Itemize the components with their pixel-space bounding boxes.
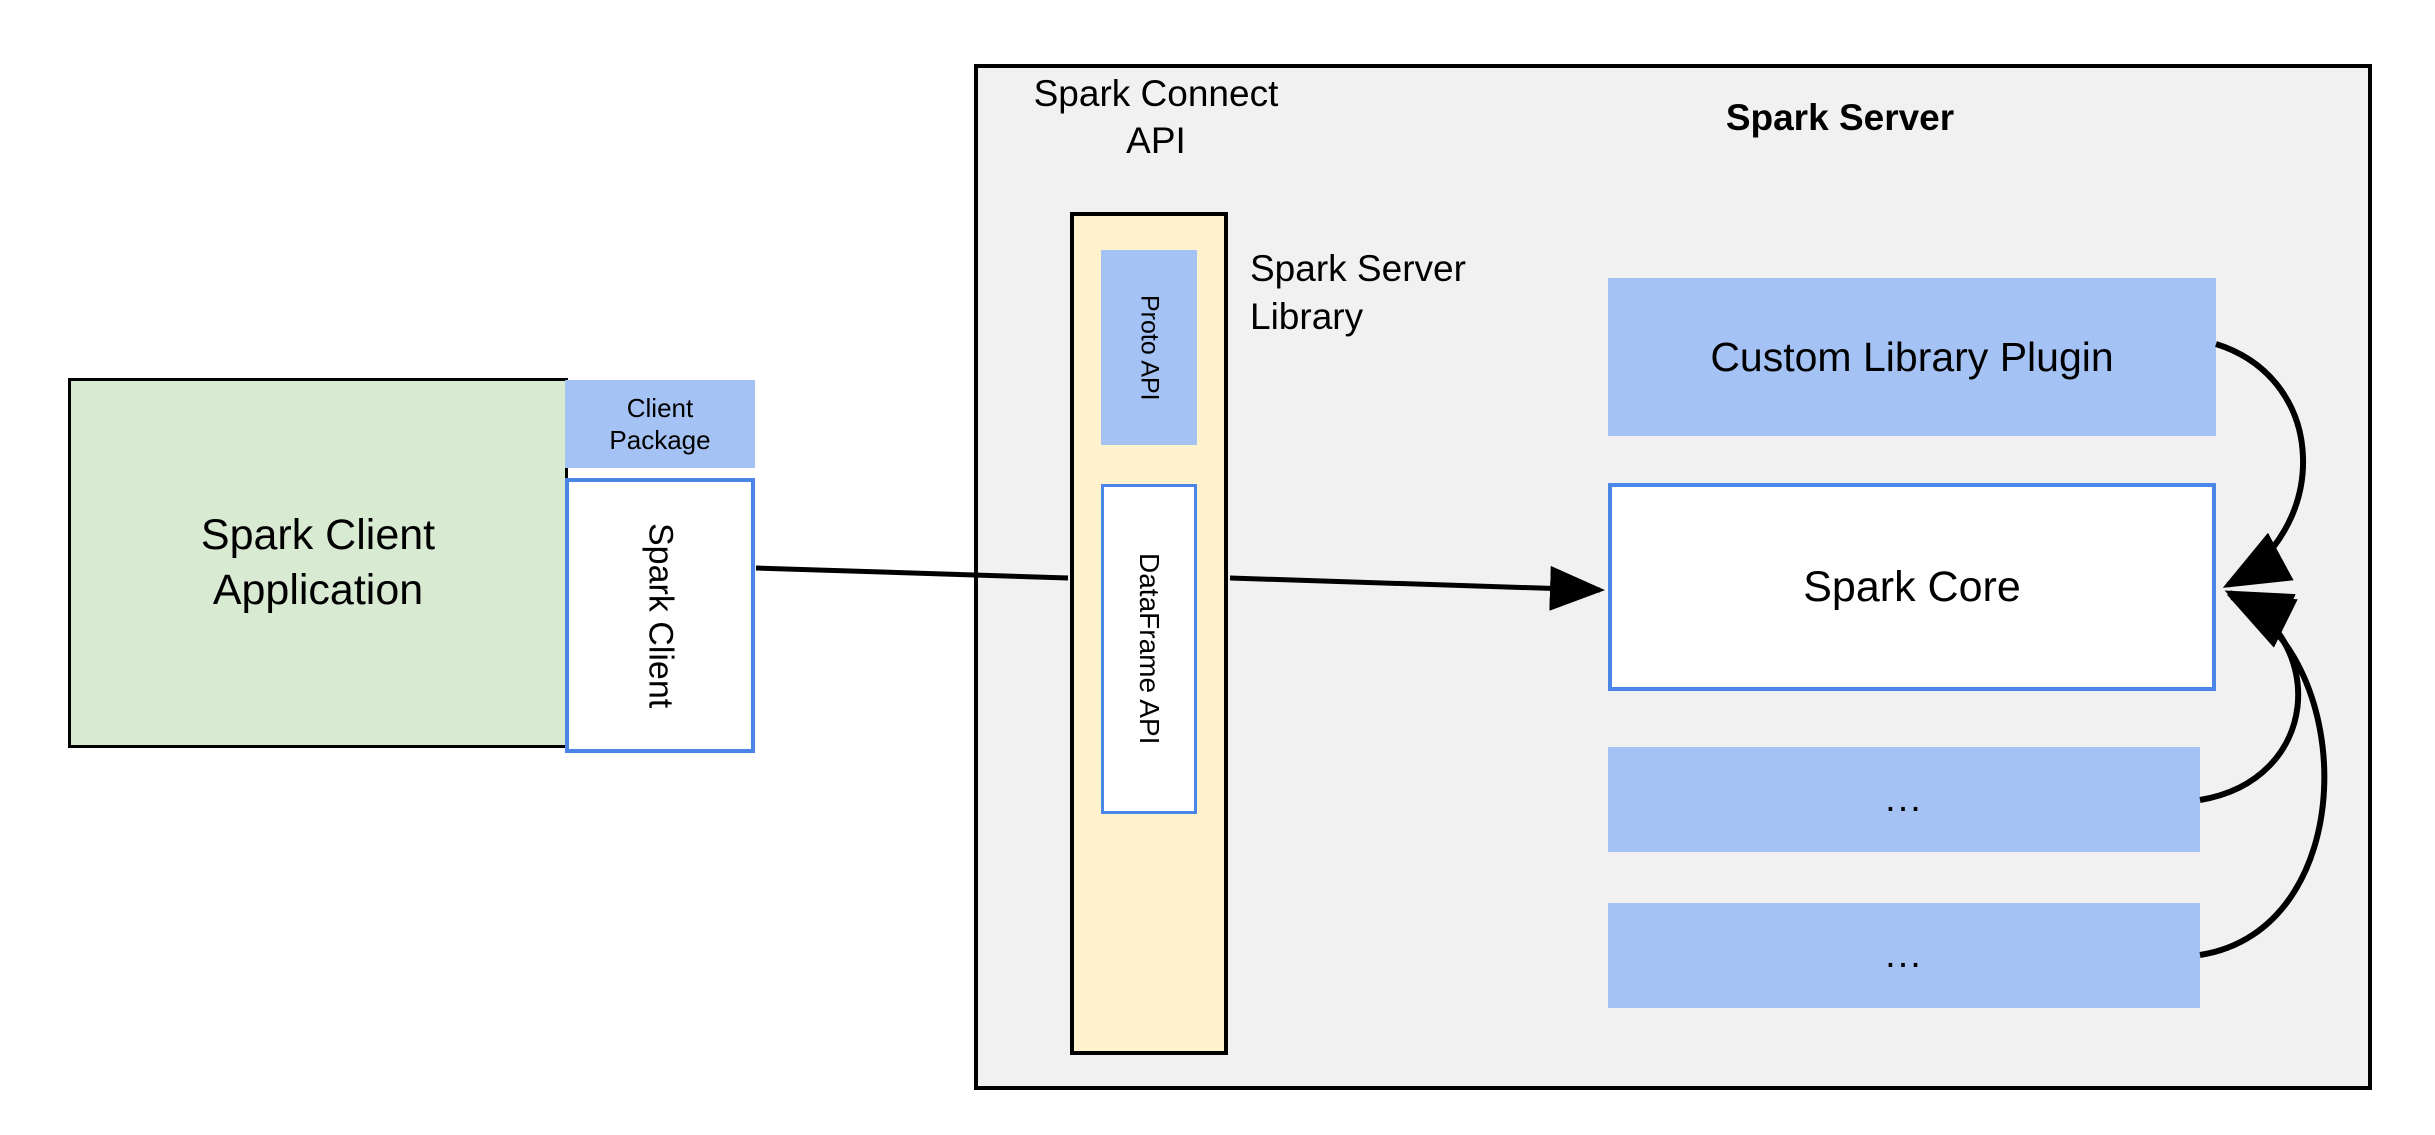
custom-library-plugin-label: Custom Library Plugin	[1710, 333, 2114, 380]
client-package-label: Client Package	[609, 392, 710, 457]
client-package-box: Client Package	[565, 380, 755, 468]
spark-connect-api-label: Spark Connect API	[1016, 70, 1296, 165]
spark-client-box: Spark Client	[565, 478, 755, 753]
placeholder-component-box-2: ...	[1608, 903, 2200, 1008]
spark-server-title: Spark Server	[1725, 97, 1955, 138]
placeholder-component-label-1: ...	[1885, 778, 1923, 820]
connect-api-line-2: API	[1126, 120, 1186, 162]
dataframe-api-box: DataFrame API	[1101, 484, 1197, 814]
proto-api-label: Proto API	[1135, 294, 1164, 401]
spark-core-label: Spark Core	[1803, 562, 2021, 611]
placeholder-component-box-1: ...	[1608, 747, 2200, 852]
spark-server-library-label: Spark Server Library	[1250, 245, 1580, 341]
spark-client-label: Spark Client	[641, 522, 680, 709]
connect-api-line-1: Spark Connect	[1033, 73, 1279, 114]
dataframe-api-label: DataFrame API	[1134, 553, 1165, 745]
spark-client-application-box: Spark Client Application	[68, 378, 568, 748]
proto-api-box: Proto API	[1101, 250, 1197, 445]
app-label-line-2: Application	[212, 566, 424, 614]
server-library-line-1: Spark Server	[1250, 248, 1466, 289]
spark-core-box: Spark Core	[1608, 483, 2216, 691]
client-package-line-2: Package	[609, 425, 711, 455]
custom-library-plugin-box: Custom Library Plugin	[1608, 278, 2216, 436]
app-label-line-1: Spark Client	[200, 510, 436, 559]
server-library-line-2: Library	[1250, 296, 1364, 338]
placeholder-component-label-2: ...	[1885, 934, 1923, 976]
spark-client-application-label: Spark Client Application	[201, 508, 435, 618]
client-package-line-1: Client	[626, 392, 694, 423]
